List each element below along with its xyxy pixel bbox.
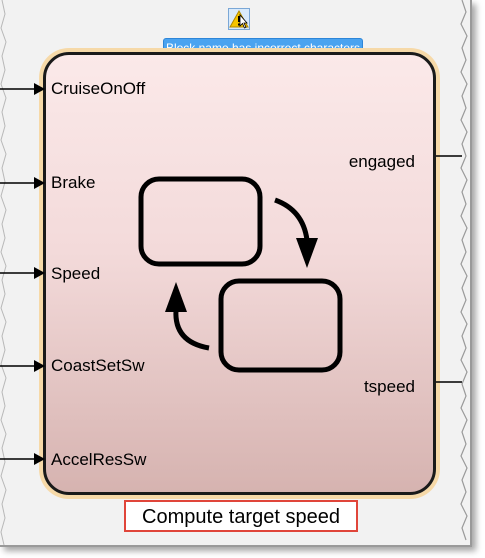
chart-block[interactable] [43,52,436,495]
output-port-tspeed: tspeed [363,377,415,396]
input-port-brake: Brake [51,173,96,192]
input-port-coastsetsw: CoastSetSw [51,356,145,375]
stateflow-chart-icon [138,176,343,373]
output-port-engaged: engaged [348,152,415,171]
input-port-accelressw: AccelResSw [51,450,147,469]
warning-icon[interactable] [228,8,250,30]
input-port-speed: Speed [51,264,101,283]
port-arrows [0,83,462,465]
block-name-label[interactable]: Compute target speed [124,500,358,532]
model-canvas: Block name has incorrect characters Crui… [0,0,472,547]
input-port-cruiseonoff: CruiseOnOff [51,79,146,98]
